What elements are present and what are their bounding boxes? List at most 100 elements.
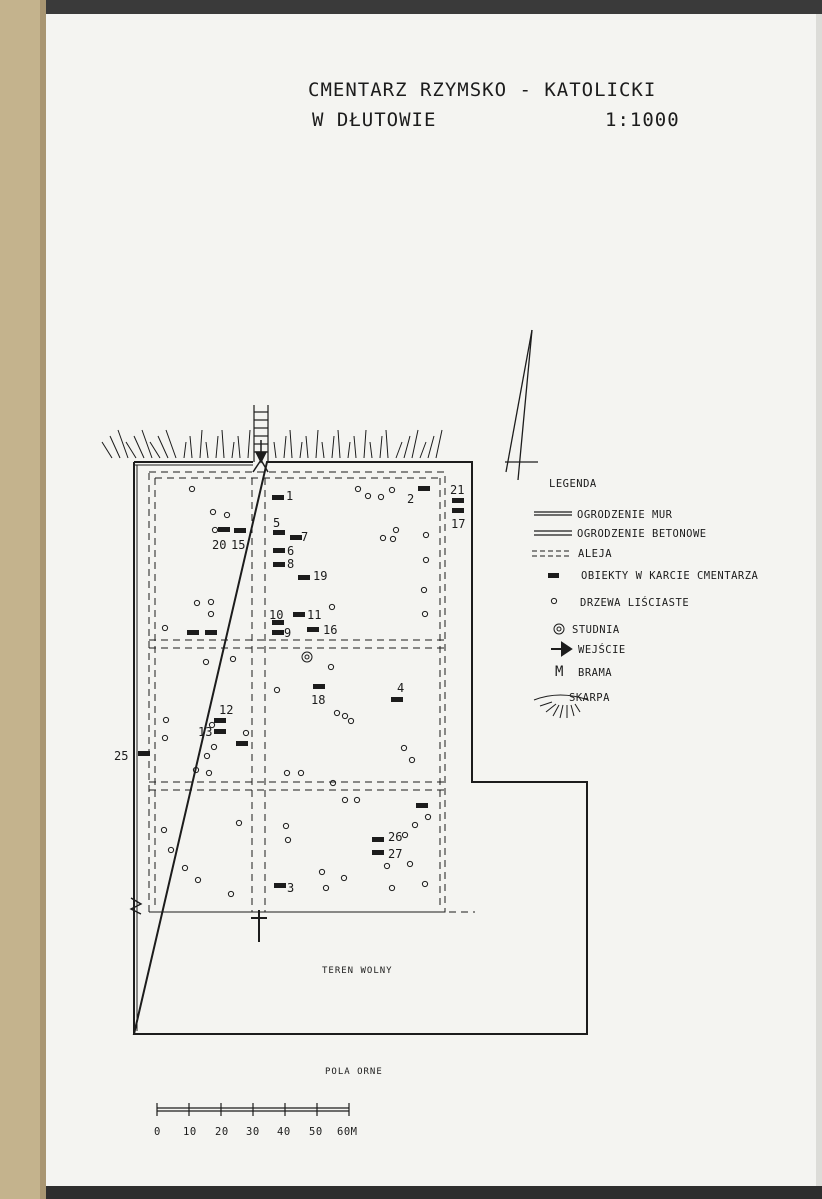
scale-label-60m: 60M: [337, 1126, 357, 1138]
object-number-5: 5: [273, 516, 280, 530]
object-number-13: 13: [198, 725, 212, 739]
object-number-16: 16: [323, 623, 337, 637]
object-marker: [298, 575, 310, 580]
tree-icon: [318, 868, 326, 876]
legend-entrance-arrow-icon: [551, 641, 573, 657]
tree-icon: [192, 766, 200, 774]
object-number-26: 26: [388, 830, 402, 844]
object-number-6: 6: [287, 544, 294, 558]
tree-icon: [379, 534, 387, 542]
object-marker: [218, 527, 230, 532]
escarpment-hatch-line: [101, 441, 113, 459]
legend: LEGENDA OGRODZENIE MUR OGRODZENIE BETONO…: [532, 478, 758, 719]
scan-left-shadow: [40, 0, 46, 1199]
tree-icon: [389, 535, 397, 543]
legend-wall-symbol: [534, 511, 572, 516]
scale-label-10: 10: [183, 1126, 197, 1138]
tree-icon: [400, 744, 408, 752]
escarpment-hatch-line: [385, 429, 389, 459]
escarpment-hatch-line: [419, 441, 427, 459]
tree-icon: [207, 598, 215, 606]
tree-icon: [181, 864, 189, 872]
tree-icon: [421, 610, 429, 618]
tree-icon: [347, 717, 355, 725]
legend-label-wall: OGRODZENIE MUR: [577, 509, 673, 521]
escarpment-hatch-line: [205, 441, 209, 459]
west-gate-brama-icon: [129, 897, 143, 915]
object-marker: [234, 528, 246, 533]
object-number-4: 4: [397, 681, 404, 695]
tree-icon: [209, 508, 217, 516]
legend-object-marker-icon: [548, 573, 559, 578]
escarpment-hatch-line: [403, 435, 411, 459]
object-marker: [313, 684, 325, 689]
tree-icon: [207, 610, 215, 618]
tree-icon: [322, 884, 330, 892]
tree-icon: [203, 752, 211, 760]
object-number-10: 10: [269, 608, 283, 622]
object-number-2: 2: [407, 492, 414, 506]
tree-icon: [160, 826, 168, 834]
object-marker: [293, 612, 305, 617]
escarpment-hatch-line: [321, 441, 325, 459]
legend-label-entrance: WEJŚCIE: [578, 643, 626, 656]
scale-label-20: 20: [215, 1126, 229, 1138]
alley-network: [148, 471, 475, 913]
object-marker: [236, 741, 248, 746]
object-marker: [452, 508, 464, 513]
escarpment-hatch-line: [247, 429, 251, 459]
escarpment-hatch-line: [117, 429, 129, 459]
legend-label-gate: BRAMA: [578, 667, 612, 679]
object-number-15: 15: [231, 538, 245, 552]
object-marker: [187, 630, 199, 635]
object-marker: [214, 718, 226, 723]
tree-icon: [364, 492, 372, 500]
escarpment-hatch-line: [305, 435, 309, 459]
escarpment-hatch-line: [337, 429, 341, 459]
tree-icon: [211, 526, 219, 534]
deciduous-trees: [160, 485, 432, 898]
tree-icon: [162, 716, 170, 724]
escarpment-hatch-line: [109, 435, 121, 459]
escarpment-hatch-line: [411, 429, 419, 459]
escarpment-hatch-line: [283, 435, 287, 459]
tree-icon: [388, 486, 396, 494]
object-marker: [272, 495, 284, 500]
tree-icon: [406, 860, 414, 868]
free-area-label: TEREN WOLNY: [322, 966, 393, 976]
escarpment-hatch-line: [215, 435, 219, 459]
escarpment-hatch-line: [395, 441, 403, 459]
tree-icon: [161, 624, 169, 632]
object-marker: [272, 630, 284, 635]
escarpment-hatch-line: [157, 435, 169, 459]
escarpment-hatch-line: [363, 429, 367, 459]
object-marker: [372, 837, 384, 842]
tree-icon: [341, 796, 349, 804]
legend-label-trees: DRZEWA LIŚCIASTE: [580, 596, 689, 609]
object-marker: [274, 883, 286, 888]
well-icon: [301, 651, 313, 663]
map-title-line-1: CMENTARZ RZYMSKO - KATOLICKI: [308, 79, 656, 101]
scale-bar-labels: 0 10 20 30 40 50 60M: [154, 1126, 357, 1138]
tree-icon: [210, 743, 218, 751]
object-marker: [452, 498, 464, 503]
tree-icon: [420, 586, 428, 594]
object-marker: [372, 850, 384, 855]
tree-icon: [167, 846, 175, 854]
object-number-19: 19: [313, 569, 327, 583]
legend-concrete-fence-symbol: [534, 530, 572, 536]
scan-top-edge: [0, 0, 822, 14]
tree-icon: [340, 874, 348, 882]
tree-icon: [354, 485, 362, 493]
object-number-17: 17: [451, 517, 465, 531]
legend-label-escarpment: SKARPA: [569, 692, 610, 704]
tree-icon: [329, 779, 337, 787]
tree-icon: [273, 686, 281, 694]
object-marker: [273, 562, 285, 567]
escarpment-hatch-line: [141, 429, 153, 459]
escarpment-hatch-line: [189, 435, 193, 459]
tree-icon: [205, 769, 213, 777]
arable-fields-label: POLA ORNE: [325, 1067, 383, 1077]
escarpment-hatching: [101, 429, 443, 459]
legend-label-well: STUDNIA: [572, 624, 620, 636]
